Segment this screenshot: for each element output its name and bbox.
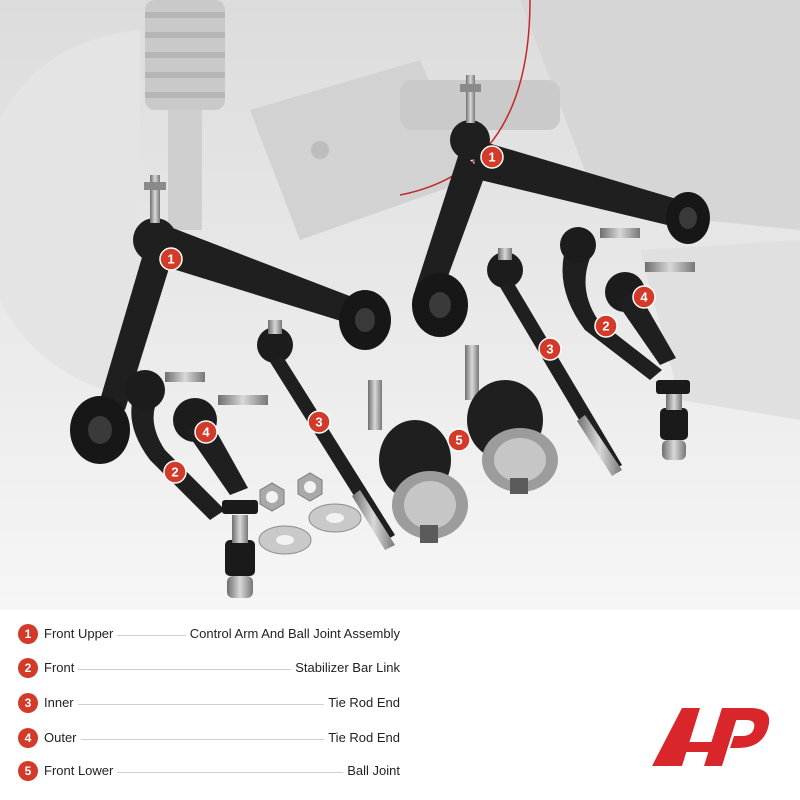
part-marker-2-left: 2 bbox=[163, 460, 187, 484]
legend-number-badge: 5 bbox=[18, 761, 38, 781]
legend-number-badge: 1 bbox=[18, 624, 38, 644]
legend-position-label: Front Upper bbox=[44, 626, 118, 641]
part-marker-2-right: 2 bbox=[594, 314, 618, 338]
legend-part-label: Tie Rod End bbox=[324, 730, 400, 745]
marker-number: 4 bbox=[202, 425, 210, 440]
legend-part-label: Tie Rod End bbox=[324, 695, 400, 710]
part-marker-4-right: 4 bbox=[632, 285, 656, 309]
legend-row-4: 4 Outer Tie Rod End bbox=[18, 728, 400, 750]
legend-row-1: 1 Front Upper Control Arm And Ball Joint… bbox=[18, 624, 400, 646]
legend-row-3: 3 Inner Tie Rod End bbox=[18, 693, 400, 715]
hardware-set bbox=[258, 472, 362, 555]
legend-part-label: Control Arm And Ball Joint Assembly bbox=[185, 626, 400, 641]
inner-tie-rod-left bbox=[257, 320, 395, 550]
part-marker-1-left: 1 bbox=[159, 247, 183, 271]
part-marker-1-right: 1 bbox=[480, 145, 504, 169]
marker-number: 1 bbox=[488, 150, 495, 165]
marker-number: 2 bbox=[602, 319, 609, 334]
vehicle-background bbox=[0, 0, 800, 610]
marker-number: 2 bbox=[171, 465, 178, 480]
parts-photo: 1 1 2 2 3 3 4 4 bbox=[0, 0, 800, 610]
control-arm-right bbox=[412, 75, 710, 337]
inner-tie-rod-right bbox=[487, 248, 622, 476]
marker-number: 5 bbox=[455, 433, 462, 448]
legend-position-label: Inner bbox=[44, 695, 78, 710]
legend-divider bbox=[44, 772, 400, 773]
legend-row-5: 5 Front Lower Ball Joint bbox=[18, 761, 400, 783]
legend-number-badge: 4 bbox=[18, 728, 38, 748]
red-curve bbox=[399, 0, 531, 196]
marker-number: 3 bbox=[546, 342, 553, 357]
legend-position-label: Front Lower bbox=[44, 763, 118, 778]
legend-row-2: 2 Front Stabilizer Bar Link bbox=[18, 658, 400, 680]
control-arm-left bbox=[70, 175, 391, 464]
marker-number: 4 bbox=[640, 290, 648, 305]
legend-divider bbox=[44, 704, 400, 705]
legend-number-badge: 2 bbox=[18, 658, 38, 678]
legend-divider bbox=[44, 739, 400, 740]
part-marker-3-left: 3 bbox=[307, 410, 331, 434]
legend-number-badge: 3 bbox=[18, 693, 38, 713]
marker-number: 1 bbox=[167, 252, 174, 267]
legend-part-label: Stabilizer Bar Link bbox=[291, 660, 400, 675]
legend-divider bbox=[44, 669, 400, 670]
part-marker-5: 5 bbox=[447, 428, 471, 452]
ball-joint-left bbox=[368, 380, 468, 543]
legend-position-label: Front bbox=[44, 660, 79, 675]
part-marker-4-left: 4 bbox=[194, 420, 218, 444]
brand-logo bbox=[652, 708, 770, 766]
legend-position-label: Outer bbox=[44, 730, 81, 745]
ball-joint-right bbox=[465, 345, 558, 494]
stabilizer-link-right bbox=[560, 227, 690, 460]
marker-number: 3 bbox=[315, 415, 322, 430]
legend-part-label: Ball Joint bbox=[343, 763, 400, 778]
part-marker-3-right: 3 bbox=[538, 337, 562, 361]
stabilizer-link-left bbox=[125, 370, 258, 598]
